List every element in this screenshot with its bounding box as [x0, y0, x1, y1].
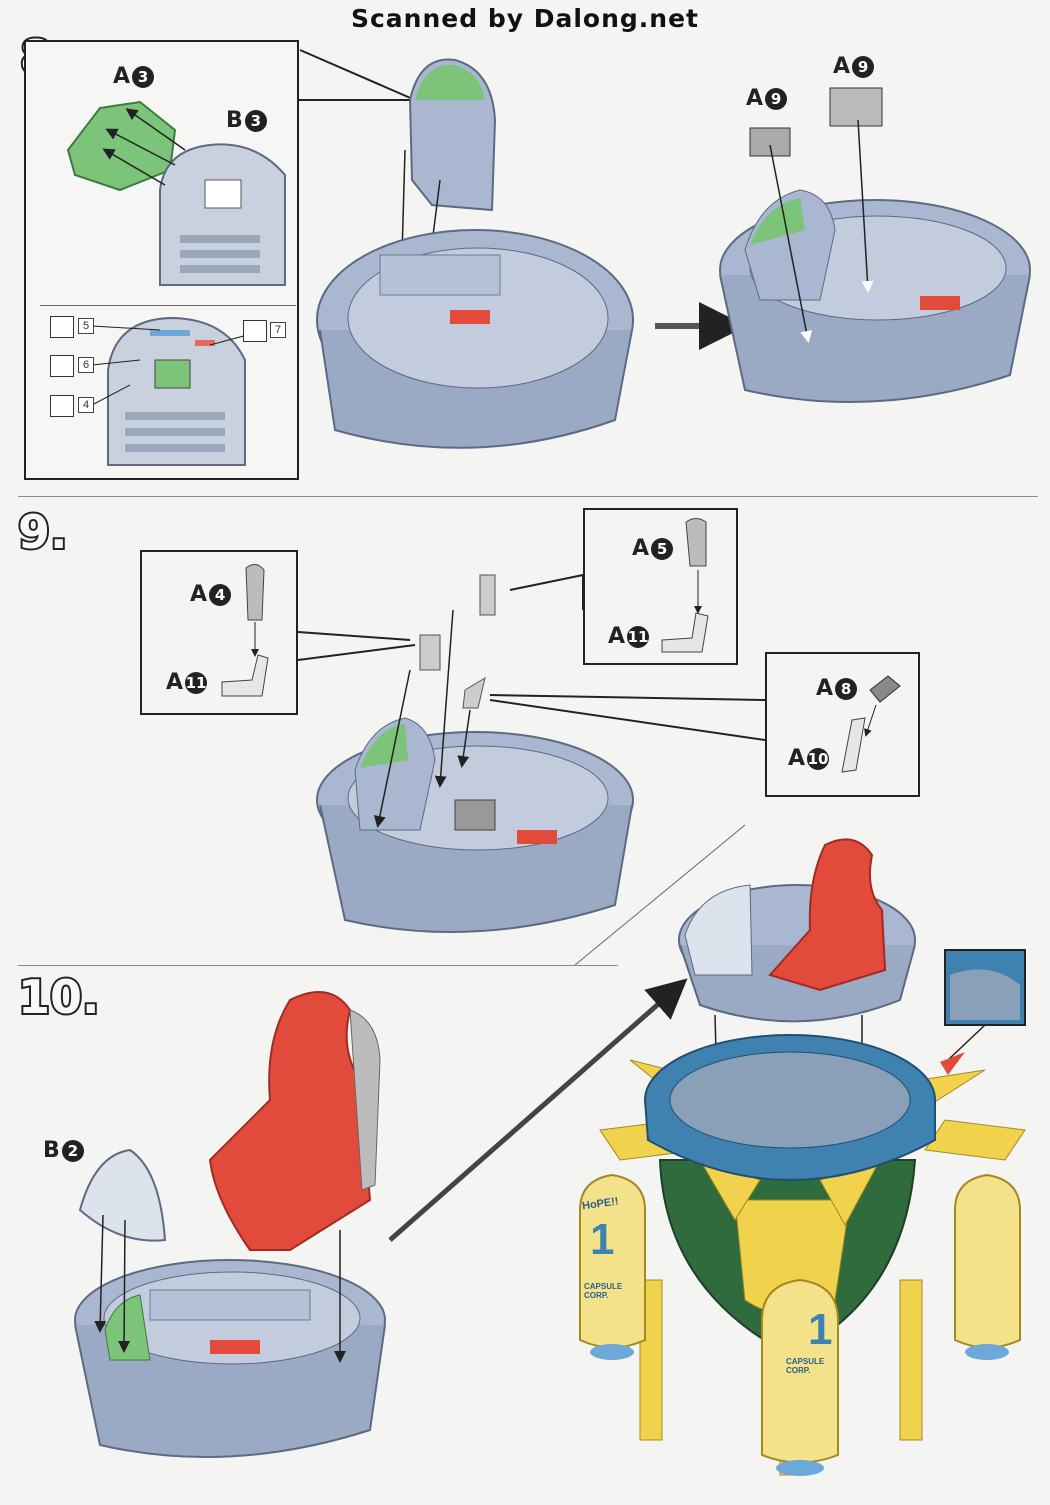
- sticker-icon-5: [50, 316, 74, 338]
- capsule-number-center: 1: [808, 1305, 833, 1354]
- sticker-icon-7: [243, 320, 267, 342]
- detail-box-divider: [40, 305, 296, 306]
- step-9-detail-a8: [765, 652, 920, 797]
- sticker-icon-4: [50, 395, 74, 417]
- part-a3-green-cover: [66, 100, 177, 192]
- part-b3-instrument-panel: [159, 143, 286, 286]
- capsule-corp-left: CAPSULE CORP.: [584, 1282, 623, 1300]
- step-10-number: 10.: [16, 968, 101, 1026]
- capsule-number-left: 1: [590, 1215, 615, 1264]
- part-b2-dome: [78, 1148, 167, 1242]
- step-9-detail-a4: [140, 550, 298, 715]
- red-seat: [208, 991, 372, 1251]
- capsule-corp-center: CAPSULE CORP.: [786, 1357, 825, 1375]
- cockpit-base-step9: [316, 717, 634, 933]
- cockpit-base-step8: [316, 229, 634, 449]
- sticker-number-4: 4: [78, 397, 94, 413]
- step-9-detail-a5: [583, 508, 738, 665]
- step-divider-1: [18, 496, 1038, 497]
- step-9-number: 9.: [16, 503, 70, 561]
- scanner-watermark: Scanned by Dalong.net: [350, 4, 699, 33]
- completed-cockpit: [678, 838, 916, 1133]
- stickered-instrument-panel: [107, 316, 246, 466]
- step-divider-2: [18, 965, 618, 966]
- cockpit-base-step8-result: [719, 87, 1031, 403]
- sticker-number-7: 7: [270, 322, 286, 338]
- cockpit-base-step10: [74, 1259, 386, 1458]
- time-machine-pod: [579, 1034, 1026, 1476]
- sticker-number-6: 6: [78, 357, 94, 373]
- sticker-number-5: 5: [78, 318, 94, 334]
- sticker-icon-6: [50, 355, 74, 377]
